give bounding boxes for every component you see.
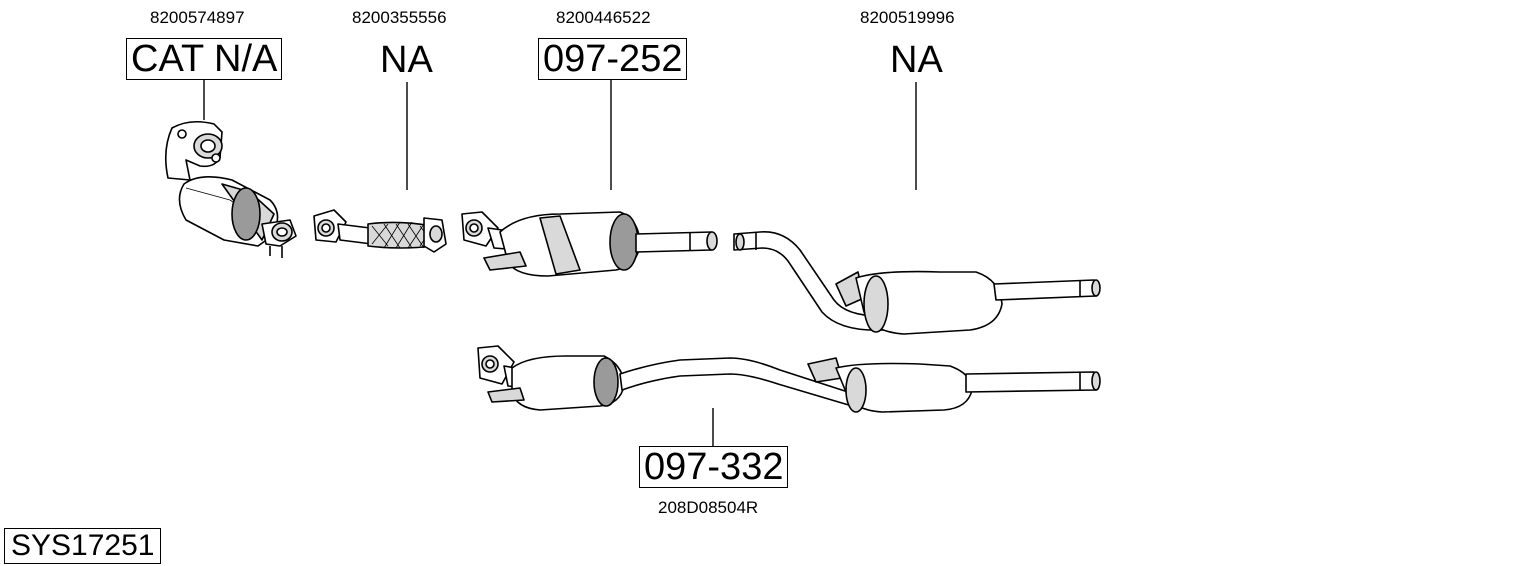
part-1-code[interactable]: CAT N/A (126, 38, 283, 80)
complete-exhaust-line-part[interactable] (477, 345, 1101, 413)
particle-filter-part[interactable] (461, 211, 718, 277)
flex-pipe-part[interactable] (313, 209, 447, 253)
part-2-reference: 8200355556 (352, 8, 447, 27)
part-3-reference: 8200446522 (556, 8, 651, 27)
part-1-reference: 8200574897 (150, 8, 245, 27)
part-5-code[interactable]: 097-332 (639, 446, 789, 488)
system-code-label: SYS17251 (4, 528, 162, 564)
part-2-code[interactable]: NA (380, 39, 433, 81)
part-4-code[interactable]: NA (890, 39, 943, 81)
rear-silencer-part[interactable] (733, 231, 1101, 335)
part-5-reference: 208D08504R (658, 498, 759, 517)
part-4-reference: 8200519996 (860, 8, 955, 27)
part-3-code[interactable]: 097-252 (538, 38, 688, 80)
catalytic-converter-part[interactable] (164, 120, 297, 258)
